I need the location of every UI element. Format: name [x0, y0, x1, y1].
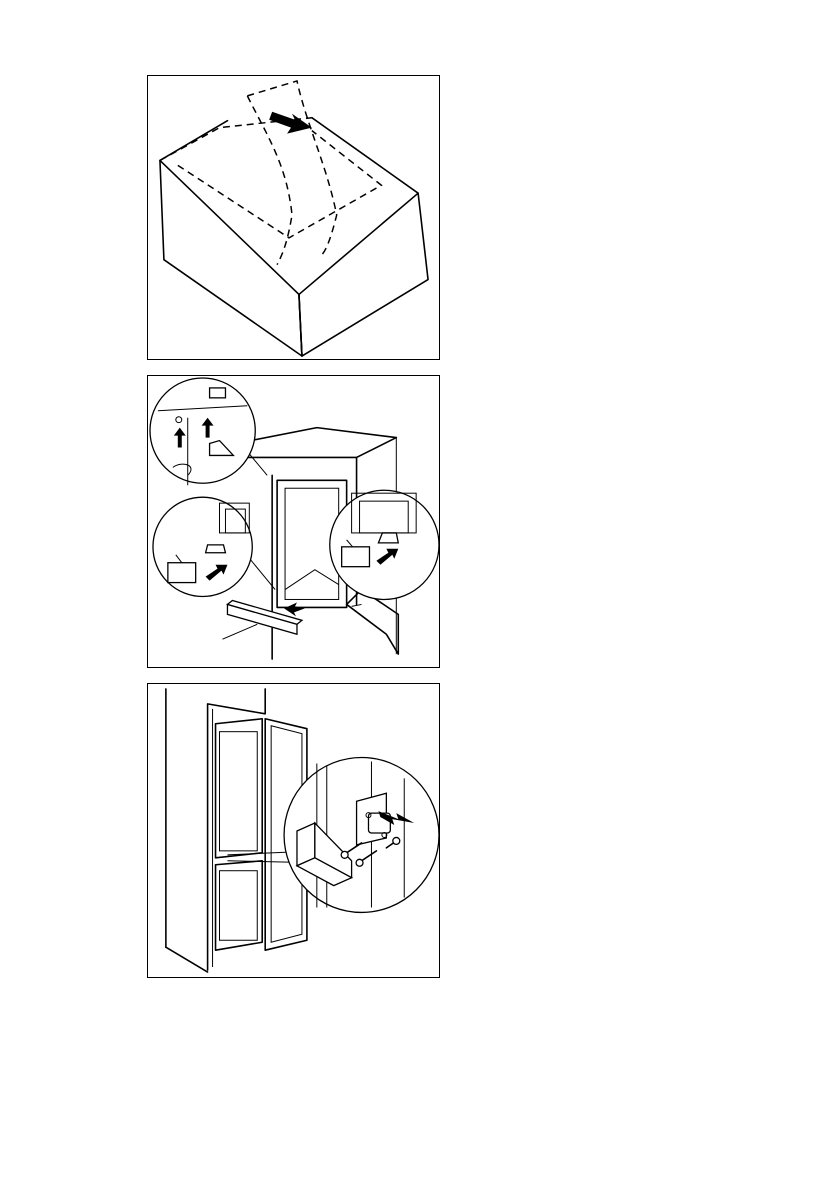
cover-cap-installation-figure: [147, 375, 440, 668]
callout-top-left: [150, 378, 267, 485]
callout-mid-left: [153, 497, 275, 596]
packaging-removal-illustration: [148, 76, 439, 359]
pull-arrow-icon: [269, 112, 312, 134]
callout-bracket: [284, 758, 439, 913]
door-bracket-fixing-illustration: [148, 684, 439, 977]
door-bracket-fixing-figure: [147, 683, 440, 978]
packaging-removal-figure: [147, 75, 440, 360]
cover-cap-installation-illustration: [148, 376, 439, 667]
